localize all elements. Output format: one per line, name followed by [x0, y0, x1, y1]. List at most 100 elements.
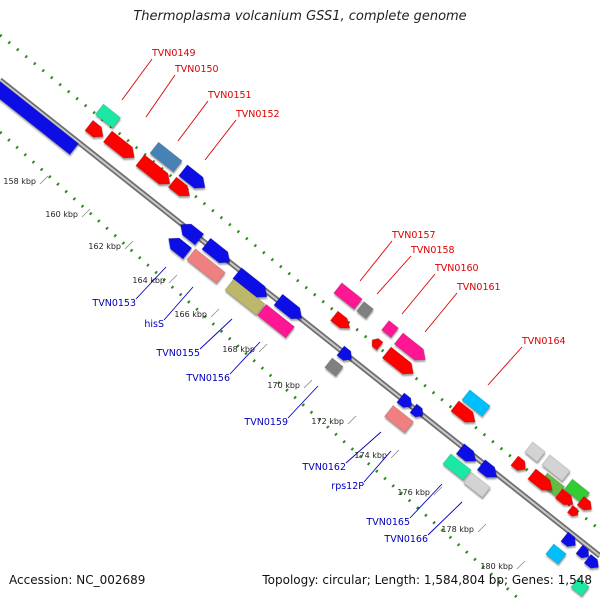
gene-label-top[interactable]: TVN0150 [174, 64, 219, 75]
gene-feature[interactable] [324, 357, 344, 377]
label-leader [229, 341, 261, 375]
gene-feature[interactable] [164, 233, 193, 260]
gene-feature[interactable] [381, 346, 417, 379]
label-leader [121, 58, 153, 101]
ruler-tick [39, 175, 49, 185]
gene-label-bottom[interactable]: rps12P [331, 481, 364, 492]
gene-feature[interactable] [232, 267, 271, 303]
gene-feature[interactable] [560, 531, 579, 550]
gene-feature[interactable] [575, 544, 592, 561]
label-leader [287, 385, 319, 419]
ruler-tick-label: 166 kbp [174, 310, 207, 319]
gene-feature[interactable] [369, 336, 384, 351]
label-leader [401, 273, 436, 315]
gene-feature[interactable] [545, 543, 567, 565]
ruler-tick-label: 174 kbp [354, 451, 387, 460]
label-leader [359, 240, 393, 282]
ruler-tick [390, 449, 400, 459]
ruler-tick [168, 274, 178, 284]
label-leader [145, 74, 176, 118]
gene-label-bottom[interactable]: TVN0165 [365, 517, 410, 528]
gene-feature[interactable] [384, 405, 414, 433]
gene-label-bottom[interactable]: TVN0155 [155, 348, 200, 359]
label-leader [345, 431, 382, 464]
gene-feature[interactable] [201, 237, 234, 268]
gene-label-bottom[interactable]: TVN0162 [301, 462, 346, 473]
gene-feature[interactable] [583, 553, 600, 571]
gene-feature[interactable] [273, 293, 306, 324]
gene-label-top[interactable]: TVN0157 [391, 230, 436, 241]
gene-feature[interactable] [566, 504, 580, 518]
gene-feature[interactable] [541, 454, 571, 482]
gene-feature[interactable] [102, 130, 138, 163]
gene-feature[interactable] [455, 443, 480, 467]
gene-feature[interactable] [186, 248, 226, 284]
gene-feature[interactable] [396, 392, 415, 411]
ruler-tick-label: 168 kbp [222, 345, 255, 354]
gene-feature[interactable] [527, 468, 556, 495]
gene-label-bottom[interactable]: TVN0156 [185, 373, 230, 384]
ruler-tick [433, 486, 443, 496]
gene-feature[interactable] [333, 282, 363, 310]
gene-label-top[interactable]: TVN0151 [207, 90, 252, 101]
gene-feature[interactable] [510, 455, 529, 474]
gene-label-bottom[interactable]: TVN0153 [91, 298, 136, 309]
gene-label-bottom[interactable]: hisS [144, 319, 164, 330]
gene-feature[interactable] [570, 577, 590, 597]
ruler-tick-label: 164 kbp [132, 276, 165, 285]
gene-feature[interactable] [461, 389, 491, 417]
gene-feature[interactable] [224, 278, 266, 316]
gene-labels[interactable]: TVN0149TVN0150TVN0151TVN0152TVN0157TVN01… [91, 48, 565, 545]
gene-label-top[interactable]: TVN0149 [151, 48, 196, 59]
topology-text: Topology: circular; Length: 1,584,804 bp… [262, 573, 592, 587]
gene-feature[interactable] [330, 310, 353, 333]
gene-feature[interactable] [336, 345, 355, 364]
ruler-tick-label: 162 kbp [88, 242, 121, 251]
gene-feature[interactable] [0, 81, 79, 155]
gene-feature[interactable] [176, 219, 205, 246]
label-leader [363, 450, 392, 483]
gene-feature[interactable] [149, 141, 183, 173]
label-leader [177, 100, 209, 142]
gene-feature[interactable] [167, 176, 193, 201]
gene-feature[interactable] [554, 488, 577, 510]
ruler-tick [477, 523, 487, 533]
gene-label-top[interactable]: TVN0160 [434, 263, 479, 274]
gene-feature[interactable] [476, 459, 501, 483]
gene-feature[interactable] [524, 441, 546, 463]
ruler-tick [347, 415, 357, 425]
gene-feature[interactable] [409, 403, 426, 420]
gene-label-bottom[interactable]: TVN0159 [243, 417, 288, 428]
gene-feature[interactable] [450, 400, 479, 427]
gene-feature[interactable] [94, 103, 122, 129]
gene-feature[interactable] [356, 301, 374, 319]
label-leader [424, 292, 458, 333]
gc-track-upper [0, 33, 600, 532]
gene-feature[interactable] [393, 332, 429, 365]
gene-feature[interactable] [442, 453, 472, 481]
gene-feature[interactable] [84, 119, 107, 141]
gene-label-top[interactable]: TVN0161 [456, 282, 501, 293]
ruler-tick-label: 178 kbp [441, 525, 474, 534]
ruler-tick [81, 208, 91, 218]
ruler-tick [516, 560, 526, 570]
gene-feature[interactable] [135, 154, 174, 190]
gene-feature[interactable] [463, 472, 491, 498]
gene-feature[interactable] [576, 495, 595, 513]
map-title: Thermoplasma volcanium GSS1, complete ge… [133, 9, 467, 24]
gene-feature[interactable] [381, 320, 399, 338]
ruler-tick [303, 379, 313, 389]
label-leader [376, 255, 412, 295]
label-leader [204, 119, 237, 161]
gene-feature[interactable] [257, 303, 295, 339]
gene-label-top[interactable]: TVN0158 [410, 245, 455, 256]
gene-features[interactable] [0, 81, 600, 597]
ruler-tick [258, 343, 268, 353]
gene-feature[interactable] [178, 164, 210, 193]
ruler-tick-label: 158 kbp [3, 177, 36, 186]
gene-label-top[interactable]: TVN0164 [521, 336, 566, 347]
gene-label-bottom[interactable]: TVN0166 [383, 534, 428, 545]
gene-label-top[interactable]: TVN0152 [235, 109, 280, 120]
